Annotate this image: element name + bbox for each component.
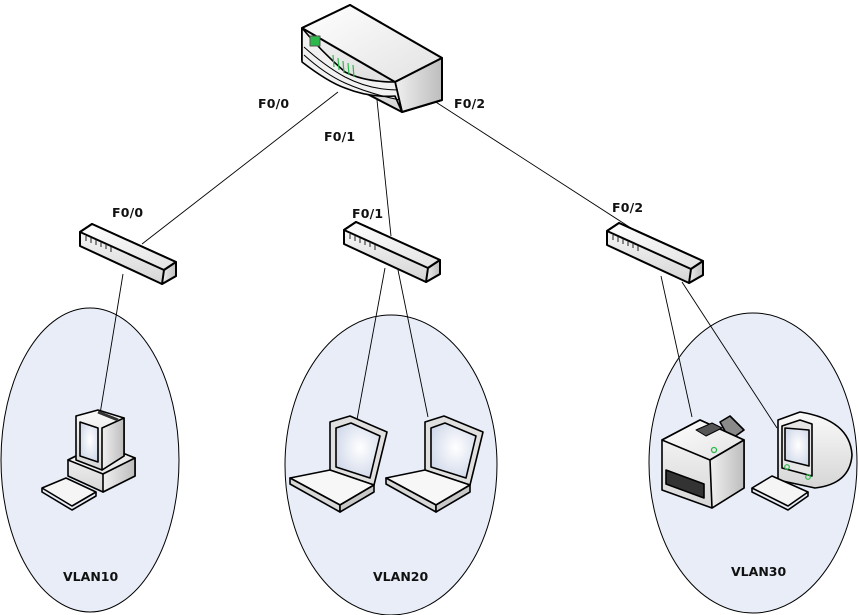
printer-icon[interactable]: [661, 415, 745, 509]
link-core-switch3: [427, 96, 666, 251]
vlan30-label: VLAN30: [731, 564, 787, 579]
crt-monitor-icon[interactable]: [751, 411, 853, 511]
link-core-switch1: [141, 91, 339, 245]
switch3-port-label: F0/2: [612, 200, 644, 215]
desktop-computer-icon[interactable]: [41, 409, 136, 511]
link-switch2-laptop1: [355, 267, 386, 426]
core-switch-icon[interactable]: [301, 4, 443, 113]
switch1-port-label: F0/0: [112, 205, 144, 220]
link-switch3-printer: [660, 275, 693, 418]
link-switch1-pc: [99, 273, 124, 415]
core-port-label-f01: F0/1: [324, 129, 356, 144]
core-port-label-f02: F0/2: [454, 96, 486, 111]
laptop-2-icon[interactable]: [385, 415, 484, 513]
laptop-1-icon[interactable]: [289, 415, 388, 513]
link-switch2-laptop2: [397, 269, 429, 418]
vlan20-zone: [284, 314, 498, 615]
access-switch-2-icon[interactable]: [343, 221, 441, 283]
vlan30-zone: [648, 312, 858, 614]
vlan20-label: VLAN20: [373, 569, 429, 584]
access-switch-1-icon[interactable]: [79, 223, 177, 285]
vlan10-label: VLAN10: [63, 569, 119, 584]
switch2-port-label: F0/1: [352, 206, 384, 221]
link-core-switch2: [376, 99, 392, 237]
access-switch-3-icon[interactable]: [606, 222, 704, 284]
link-switch3-monitor: [681, 281, 778, 429]
core-port-label-f00: F0/0: [258, 96, 290, 111]
